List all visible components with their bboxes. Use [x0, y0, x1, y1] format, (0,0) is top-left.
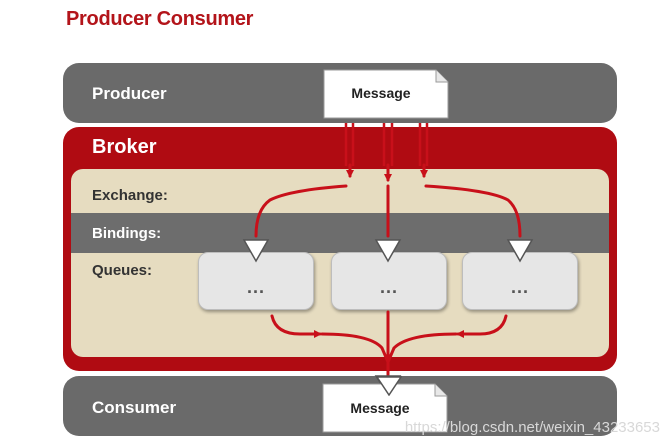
queue-out-right: [456, 314, 508, 338]
queue-ellipsis: ...: [379, 277, 398, 297]
message-label: Message: [350, 400, 410, 416]
consumer-label: Consumer: [92, 398, 177, 417]
queues-label: Queues:: [92, 262, 153, 279]
consumer-message-doc: Message: [322, 383, 448, 433]
producer-message-doc: Message: [323, 69, 449, 119]
queue-out-left: [270, 314, 322, 338]
binding-triangle: [242, 239, 270, 263]
queue-ellipsis: ...: [246, 277, 265, 297]
binding-line-right: [424, 184, 522, 238]
diagram-title: Producer Consumer: [66, 8, 254, 30]
producer-label: Producer: [92, 84, 167, 103]
queue-box: ...: [462, 252, 578, 310]
queue-ellipsis: ...: [510, 277, 529, 297]
watermark: https://blog.csdn.net/weixin_43233653: [404, 419, 660, 436]
document-icon: [322, 383, 448, 433]
merge-right: [386, 332, 458, 364]
binding-triangle: [374, 239, 402, 263]
bindings-label: Bindings:: [92, 225, 162, 242]
consumer-triangle-icon: [376, 376, 402, 396]
binding-triangle: [506, 239, 534, 263]
merge-left: [320, 332, 390, 364]
binding-line-left: [254, 184, 348, 238]
producer-pipes: [344, 123, 429, 166]
exchange-label: Exchange:: [92, 187, 168, 204]
document-icon: [323, 69, 449, 119]
message-label: Message: [351, 85, 411, 101]
queue-box: ...: [331, 252, 447, 310]
broker-label: Broker: [92, 136, 157, 158]
